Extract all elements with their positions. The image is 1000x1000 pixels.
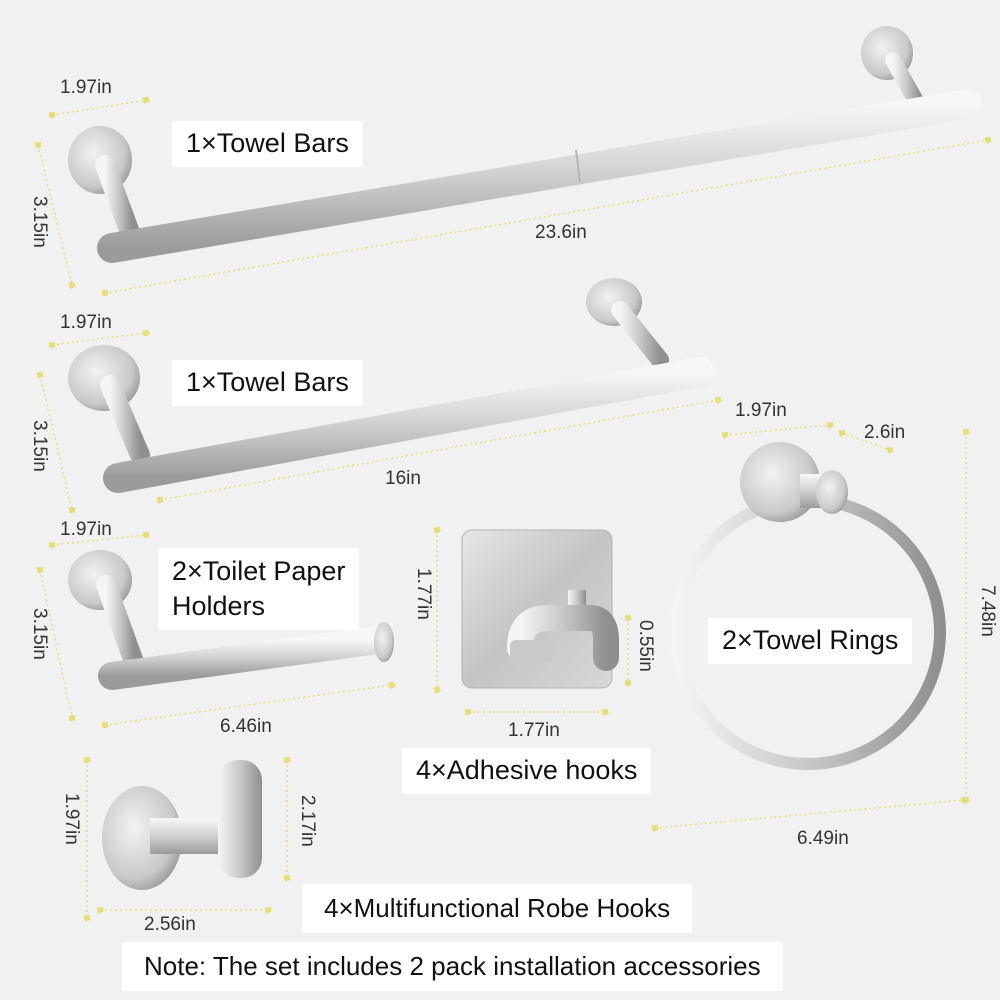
tp-base-width: 1.97in: [60, 519, 112, 540]
bar1-height: 3.15in: [29, 196, 50, 248]
bar-rod: [97, 89, 983, 263]
towel-bar-small: [68, 278, 715, 493]
ring-height: 7.48in: [977, 585, 998, 637]
dimension-lines: [34, 96, 992, 922]
toilet-paper-label: 2×Toilet Paper Holders: [158, 548, 360, 631]
robe-hooks-label: 4×Multifunctional Robe Hooks: [302, 884, 693, 933]
bar2-height: 3.15in: [29, 420, 50, 472]
hook-body: [218, 760, 262, 878]
bar1-base-width: 1.97in: [60, 77, 112, 98]
rod-end-cap: [374, 622, 394, 662]
ring-holder-end: [816, 470, 848, 514]
ring-depth: 2.6in: [864, 422, 906, 443]
adhesive-hook-depth: 0.55in: [635, 620, 656, 672]
adhesive-hook: [461, 529, 619, 689]
adhesive-height: 1.77in: [413, 568, 434, 620]
towel-bar-large: [68, 26, 983, 263]
adhesive-hooks-label: 4×Adhesive hooks: [402, 748, 652, 794]
rod-joint: [575, 149, 581, 183]
hook-arm: [507, 605, 619, 671]
tp-height: 3.15in: [29, 608, 50, 660]
robe-height: 1.97in: [61, 793, 82, 845]
mount-post: [96, 575, 144, 672]
mount-post: [95, 155, 142, 248]
tp-length: 6.46in: [220, 716, 272, 737]
robe-hook: [102, 760, 262, 890]
toilet-paper-label-line1: 2×Toilet Paper: [172, 556, 346, 586]
ring-base-width: 1.97in: [735, 400, 787, 421]
towel-bar-small-label: 1×Towel Bars: [172, 360, 363, 406]
toilet-paper-label-line2: Holders: [172, 591, 266, 622]
adhesive-width: 1.77in: [508, 720, 560, 741]
towel-rings-label: 2×Towel Rings: [708, 618, 913, 664]
mount-post: [611, 301, 669, 369]
towel-bar-large-label: 1×Towel Bars: [172, 121, 363, 167]
mount-post: [100, 375, 150, 465]
paper-rod: [98, 626, 392, 690]
toilet-paper-holder: [68, 550, 394, 690]
hook-base: [510, 640, 554, 662]
note-label: Note: The set includes 2 pack installati…: [122, 942, 783, 991]
bar-rod: [103, 357, 715, 493]
robe-width: 2.56in: [144, 914, 196, 935]
towel-ring: [670, 442, 946, 770]
bar2-base-width: 1.97in: [60, 312, 112, 333]
ring-width: 6.49in: [797, 828, 849, 849]
bar1-length: 23.6in: [535, 222, 587, 243]
wall-mount-disc: [102, 786, 182, 890]
robe-hook-height: 2.17in: [297, 795, 318, 847]
bar2-length: 16in: [385, 468, 421, 489]
